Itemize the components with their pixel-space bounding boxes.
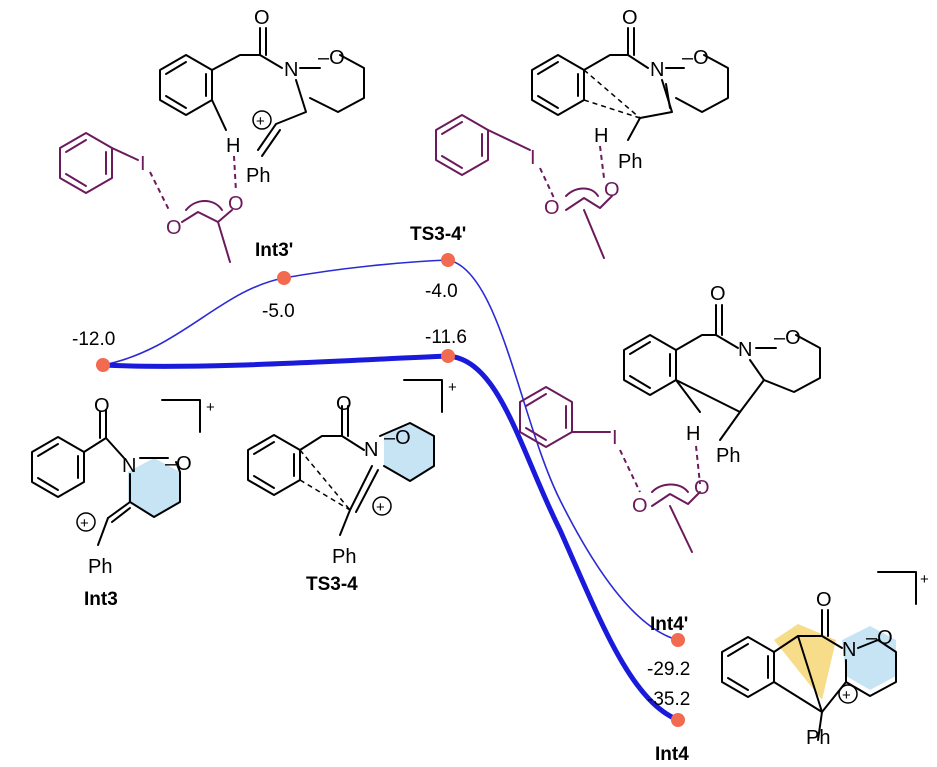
structure-int4: O N –O + Ph + (721, 571, 929, 749)
value-int4: -35.2 (647, 689, 690, 710)
value-int4p: -29.2 (647, 659, 690, 680)
svg-text:O: O (166, 217, 182, 239)
path-thin-upper (102, 259, 679, 641)
svg-text:H: H (594, 125, 608, 147)
structure-int3: O N –O + Ph + Int3 (31, 395, 215, 610)
svg-text:O: O (710, 283, 726, 305)
node-int4p (671, 633, 685, 647)
svg-text:O: O (694, 477, 710, 499)
svg-text:O: O (544, 197, 560, 219)
svg-text:O: O (336, 393, 352, 415)
ring-highlight-int3 (128, 458, 180, 517)
node-start (96, 358, 110, 372)
svg-text:O: O (622, 7, 638, 29)
node-int4 (671, 713, 685, 727)
structure-int4p-complex: O N –O H Ph I O O (519, 283, 821, 553)
svg-text:–O: –O (384, 427, 411, 449)
svg-text:O: O (254, 7, 270, 29)
svg-text:–O: –O (866, 627, 893, 649)
structure-int3p-complex: O N –O H + Ph I O O (59, 7, 365, 263)
value-ts34p: -4.0 (425, 281, 458, 302)
svg-text:I: I (140, 153, 146, 175)
svg-text:+: + (920, 571, 929, 588)
value-ts34: -11.6 (425, 327, 467, 348)
svg-text:+: + (376, 499, 385, 516)
svg-text:I: I (530, 147, 536, 169)
svg-text:I: I (612, 427, 618, 449)
svg-text:O: O (816, 589, 832, 611)
svg-text:–O: –O (774, 327, 801, 349)
node-ts34p (441, 253, 455, 267)
svg-text:N: N (650, 59, 664, 81)
value-int3p: -5.0 (262, 301, 295, 322)
svg-text:+: + (842, 687, 851, 704)
name-int4: Int4 (655, 744, 689, 765)
label-ts34: TS3-4 (306, 574, 358, 595)
svg-text:–O: –O (165, 453, 192, 475)
svg-text:Ph: Ph (332, 546, 356, 568)
svg-text:+: + (448, 379, 457, 396)
svg-text:–O: –O (682, 47, 709, 69)
svg-text:O: O (228, 193, 244, 215)
svg-text:–O: –O (318, 47, 345, 69)
svg-text:Ph: Ph (806, 727, 830, 749)
svg-text:Ph: Ph (716, 445, 740, 467)
svg-text:+: + (206, 399, 215, 416)
name-int3p: Int3' (255, 240, 293, 261)
node-ts34 (441, 349, 455, 363)
svg-text:N: N (122, 455, 136, 477)
ring-highlight-ts34 (384, 423, 434, 481)
ring-highlight-yellow (774, 624, 836, 700)
structure-ts34: O N –O + Ph + TS3-4 (247, 379, 457, 595)
svg-text:Ph: Ph (88, 556, 112, 578)
path-thick-lower (102, 353, 679, 723)
svg-text:O: O (604, 179, 620, 201)
svg-text:N: N (738, 339, 752, 361)
node-int3p (277, 271, 291, 285)
svg-text:N: N (842, 639, 856, 661)
svg-text:+: + (256, 113, 265, 130)
svg-text:H: H (226, 135, 240, 157)
svg-text:Ph: Ph (618, 151, 642, 173)
svg-text:Ph: Ph (246, 165, 270, 187)
svg-text:N: N (284, 59, 298, 81)
svg-text:O: O (94, 395, 110, 417)
svg-text:O: O (632, 495, 648, 517)
svg-text:N: N (364, 439, 378, 461)
name-int4p: Int4' (650, 614, 688, 635)
value-start: -12.0 (72, 329, 115, 350)
structure-ts34p-complex: O N –O H Ph I O O (435, 7, 729, 259)
svg-text:+: + (80, 515, 89, 532)
name-ts34p: TS3-4' (410, 224, 466, 245)
svg-text:H: H (686, 423, 700, 445)
label-int3: Int3 (84, 589, 118, 610)
